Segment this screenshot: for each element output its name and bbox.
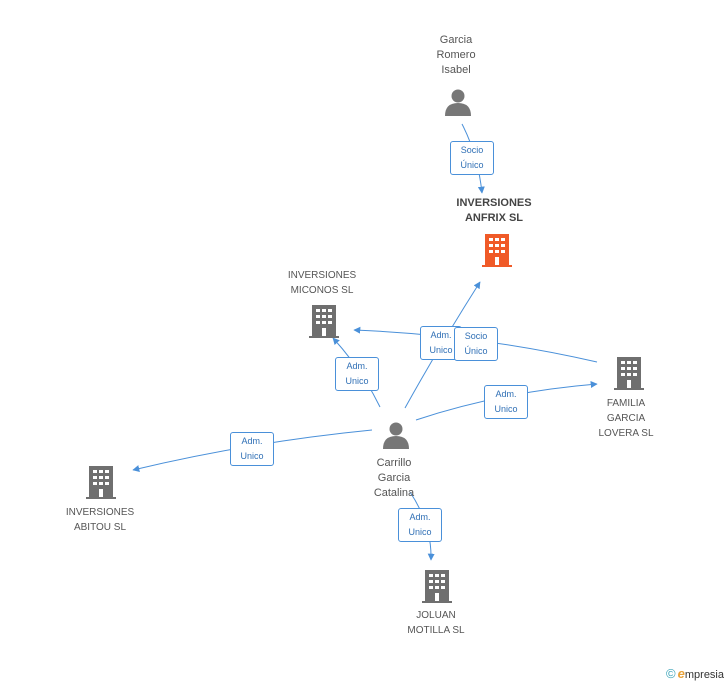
brand-name: mpresia [684,669,724,681]
copyright-symbol: © [666,666,676,681]
building-icon[interactable] [482,234,512,267]
edge-label-adm-unico: Adm. Unico [398,508,442,542]
node-label-garcia-romero-isabel[interactable]: Garcia Romero Isabel [436,34,476,76]
node-label-carrillo-garcia-catalina[interactable]: Carrillo Garcia Catalina [373,457,415,499]
building-icon[interactable] [614,357,644,390]
empresia-logo[interactable]: ©empresia [666,666,724,681]
edge-label-socio-unico: Socio Único [450,141,494,175]
brand-initial: e [677,666,685,681]
node-label-inversiones-miconos[interactable]: INVERSIONES MICONOS SL [287,270,357,296]
building-icon[interactable] [309,305,339,338]
building-icon[interactable] [86,466,116,499]
edge-label-adm-unico: Adm. Unico [230,432,274,466]
node-label-inversiones-anfrix[interactable]: INVERSIONES ANFRIX SL [456,197,532,224]
node-label-joluan-motilla[interactable]: JOLUAN MOTILLA SL [407,610,465,636]
person-icon[interactable] [382,421,410,449]
edge-label-socio-unico: Socio Único [454,327,498,361]
building-icon[interactable] [422,570,452,603]
node-label-inversiones-abitou[interactable]: INVERSIONES ABITOU SL [65,507,135,533]
edge-label-adm-unico: Adm. Unico [484,385,528,419]
node-label-familia-garcia-lovera[interactable]: FAMILIA GARCIA LOVERA SL [598,398,654,439]
person-icon[interactable] [444,88,472,116]
edge-label-adm-unico: Adm. Unico [335,357,379,391]
